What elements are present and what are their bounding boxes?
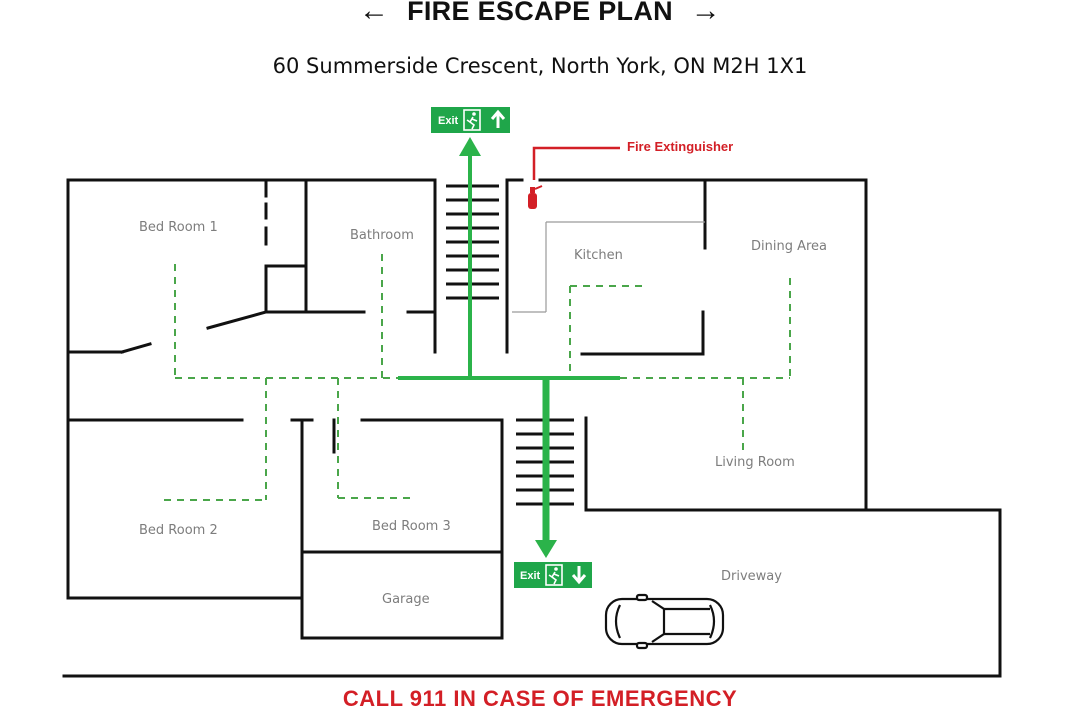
running-person-icon: [545, 564, 563, 586]
left-arrow-icon: ←: [358, 0, 390, 27]
walls: [62, 178, 1002, 678]
title-text: FIRE ESCAPE PLAN: [407, 0, 673, 26]
route-arrow-up-icon: [459, 137, 481, 156]
exit-arrow-down-icon: [571, 566, 587, 585]
fire-extinguisher-callout: [532, 146, 620, 180]
exit-top-label: Exit: [438, 115, 459, 127]
room-label-bedroom1: Bed Room 1: [139, 220, 218, 235]
stairs-top: [446, 184, 499, 300]
exit-arrow-up-icon: [490, 109, 506, 128]
secondary-routes: [164, 254, 791, 501]
running-person-icon: [463, 109, 481, 131]
fire-extinguisher-label: Fire Extinguisher: [627, 139, 733, 154]
room-label-garage: Garage: [382, 592, 430, 607]
car-icon: [604, 593, 725, 650]
plan-title: ← FIRE ESCAPE PLAN →: [0, 0, 1080, 28]
room-label-bathroom: Bathroom: [350, 228, 414, 243]
right-arrow-icon: →: [690, 0, 722, 27]
main-exit-route: [398, 150, 620, 544]
route-arrow-down-icon: [535, 540, 557, 558]
exit-bottom-label: Exit: [520, 570, 541, 582]
room-label-bedroom2: Bed Room 2: [139, 523, 218, 538]
fire-extinguisher-icon: [528, 185, 543, 209]
room-label-bedroom3: Bed Room 3: [372, 519, 451, 534]
address-line: 60 Summerside Crescent, North York, ON M…: [272, 54, 808, 78]
room-label-kitchen: Kitchen: [574, 248, 623, 263]
room-label-living: Living Room: [715, 455, 795, 470]
room-label-driveway: Driveway: [721, 569, 782, 584]
kitchen-counter: [512, 221, 705, 313]
room-label-dining: Dining Area: [751, 239, 827, 254]
emergency-notice: CALL 911 IN CASE OF EMERGENCY: [342, 686, 738, 711]
exit-sign-top: Exit: [431, 107, 510, 133]
exit-sign-bottom: Exit: [514, 562, 592, 588]
